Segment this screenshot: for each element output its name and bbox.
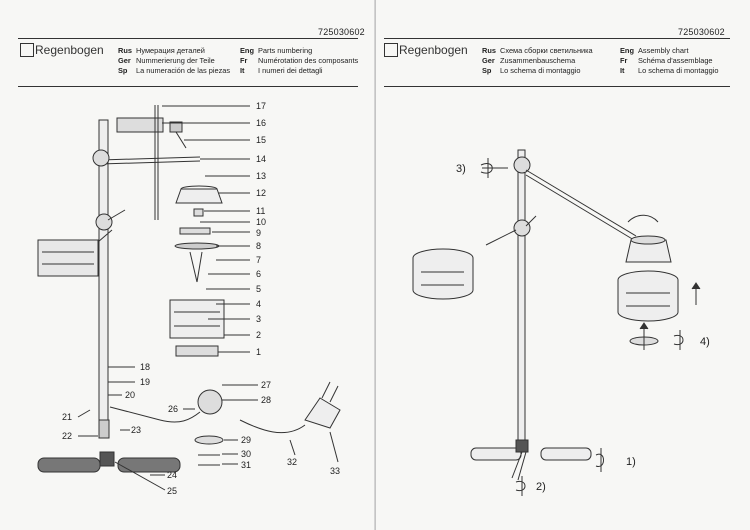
- part-number: 10: [256, 217, 267, 227]
- header-rule: [384, 38, 730, 39]
- lang-text: Nummerierung der Teile: [136, 56, 215, 65]
- part-number: 11: [256, 206, 266, 216]
- lang-list-1: Rus Нумерация деталей Ger Nummerierung der…: [118, 46, 230, 76]
- lang-text: Zusammenbauschema: [500, 56, 576, 65]
- lang-code: Fr: [240, 56, 248, 65]
- part-number: 5: [256, 284, 262, 294]
- part-number: 26: [168, 404, 179, 414]
- brand-name: Regenbogen: [35, 43, 104, 57]
- brand-name: Regenbogen: [399, 43, 468, 57]
- part-number: 20: [125, 390, 136, 400]
- lang-code: Rus: [482, 46, 496, 55]
- part-number: 14: [256, 154, 267, 164]
- part-number: 19: [140, 377, 151, 387]
- assembly-diagram: [412, 149, 701, 496]
- part-number: 12: [256, 188, 267, 198]
- part-number: 4: [256, 299, 262, 309]
- lang-code: Ger: [482, 56, 495, 65]
- part-number: 8: [256, 241, 262, 251]
- lang-code: Eng: [240, 46, 254, 55]
- lang-text: La numeración de las piezas: [136, 66, 231, 75]
- step-label-4: 4): [700, 336, 710, 348]
- part-number: 17: [256, 101, 267, 111]
- lang-code: It: [620, 66, 625, 75]
- brand-r-icon: [20, 43, 34, 57]
- part-number: 23: [131, 425, 142, 435]
- doc-code: 725030602: [678, 27, 725, 37]
- step-label-1: 1): [626, 456, 636, 468]
- part-number: 22: [62, 431, 73, 441]
- lang-code: Ger: [118, 56, 131, 65]
- lang-text: I numeri dei dettagli: [258, 66, 323, 75]
- lang-text: Lo schema di montaggio: [500, 66, 581, 75]
- lang-text: Нумерация деталей: [136, 46, 205, 55]
- part-number: 3: [256, 314, 262, 324]
- doc-code: 725030602: [318, 27, 365, 37]
- header-rule: [18, 38, 358, 39]
- lang-list-2: Eng Parts numbering Fr Numérotation des co…: [240, 46, 358, 76]
- header-rule-bottom: [384, 86, 730, 87]
- lang-code: Eng: [620, 46, 634, 55]
- lang-code: Fr: [620, 56, 628, 65]
- lang-text: Parts numbering: [258, 46, 313, 55]
- part-number: 30: [241, 449, 252, 459]
- lang-text: Numérotation des composants: [258, 56, 359, 65]
- part-number: 32: [287, 457, 298, 467]
- brand-logo: Regenbogen: [20, 43, 104, 57]
- part-number: 28: [261, 395, 272, 405]
- page-fold: [374, 0, 376, 530]
- part-number: 21: [62, 412, 73, 422]
- step-label-2: 2): [536, 481, 546, 493]
- part-number: 15: [256, 135, 267, 145]
- part-number: 6: [256, 269, 262, 279]
- lang-text: Lo schema di montaggio: [638, 66, 719, 75]
- lang-code: Sp: [482, 66, 492, 75]
- part-number: 24: [167, 470, 178, 480]
- lang-text: Schéma d'assemblage: [638, 56, 713, 65]
- brand-logo: Regenbogen: [384, 43, 468, 57]
- part-number: 1: [256, 347, 262, 357]
- part-number: 9: [256, 228, 262, 238]
- part-number: 33: [330, 466, 341, 476]
- brand-r-icon: [384, 43, 398, 57]
- part-number: 31: [241, 460, 252, 470]
- lang-code: It: [240, 66, 245, 75]
- lang-list-1: Rus Схема сборки светильника Ger Zusammenb…: [482, 46, 593, 76]
- lang-text: Assembly chart: [638, 46, 689, 55]
- lang-code: Sp: [118, 66, 128, 75]
- part-number: 18: [140, 362, 151, 372]
- lang-text: Схема сборки светильника: [500, 46, 593, 55]
- exploded-parts-diagram: [37, 105, 341, 491]
- assembly-chart-page: 725030602 Regenbogen Rus Схема сборки све…: [376, 0, 750, 530]
- part-number: 7: [256, 255, 262, 265]
- step-label-3: 3): [456, 163, 466, 175]
- header-rule-bottom: [18, 86, 358, 87]
- part-number: 29: [241, 435, 252, 445]
- part-number: 13: [256, 171, 267, 181]
- part-number: 16: [256, 118, 267, 128]
- part-number: 27: [261, 380, 272, 390]
- parts-numbering-page: 725030602 Regenbogen Rus Нумерация детале…: [0, 0, 374, 530]
- part-number: 25: [167, 486, 178, 496]
- lang-code: Rus: [118, 46, 132, 55]
- part-number: 2: [256, 330, 262, 340]
